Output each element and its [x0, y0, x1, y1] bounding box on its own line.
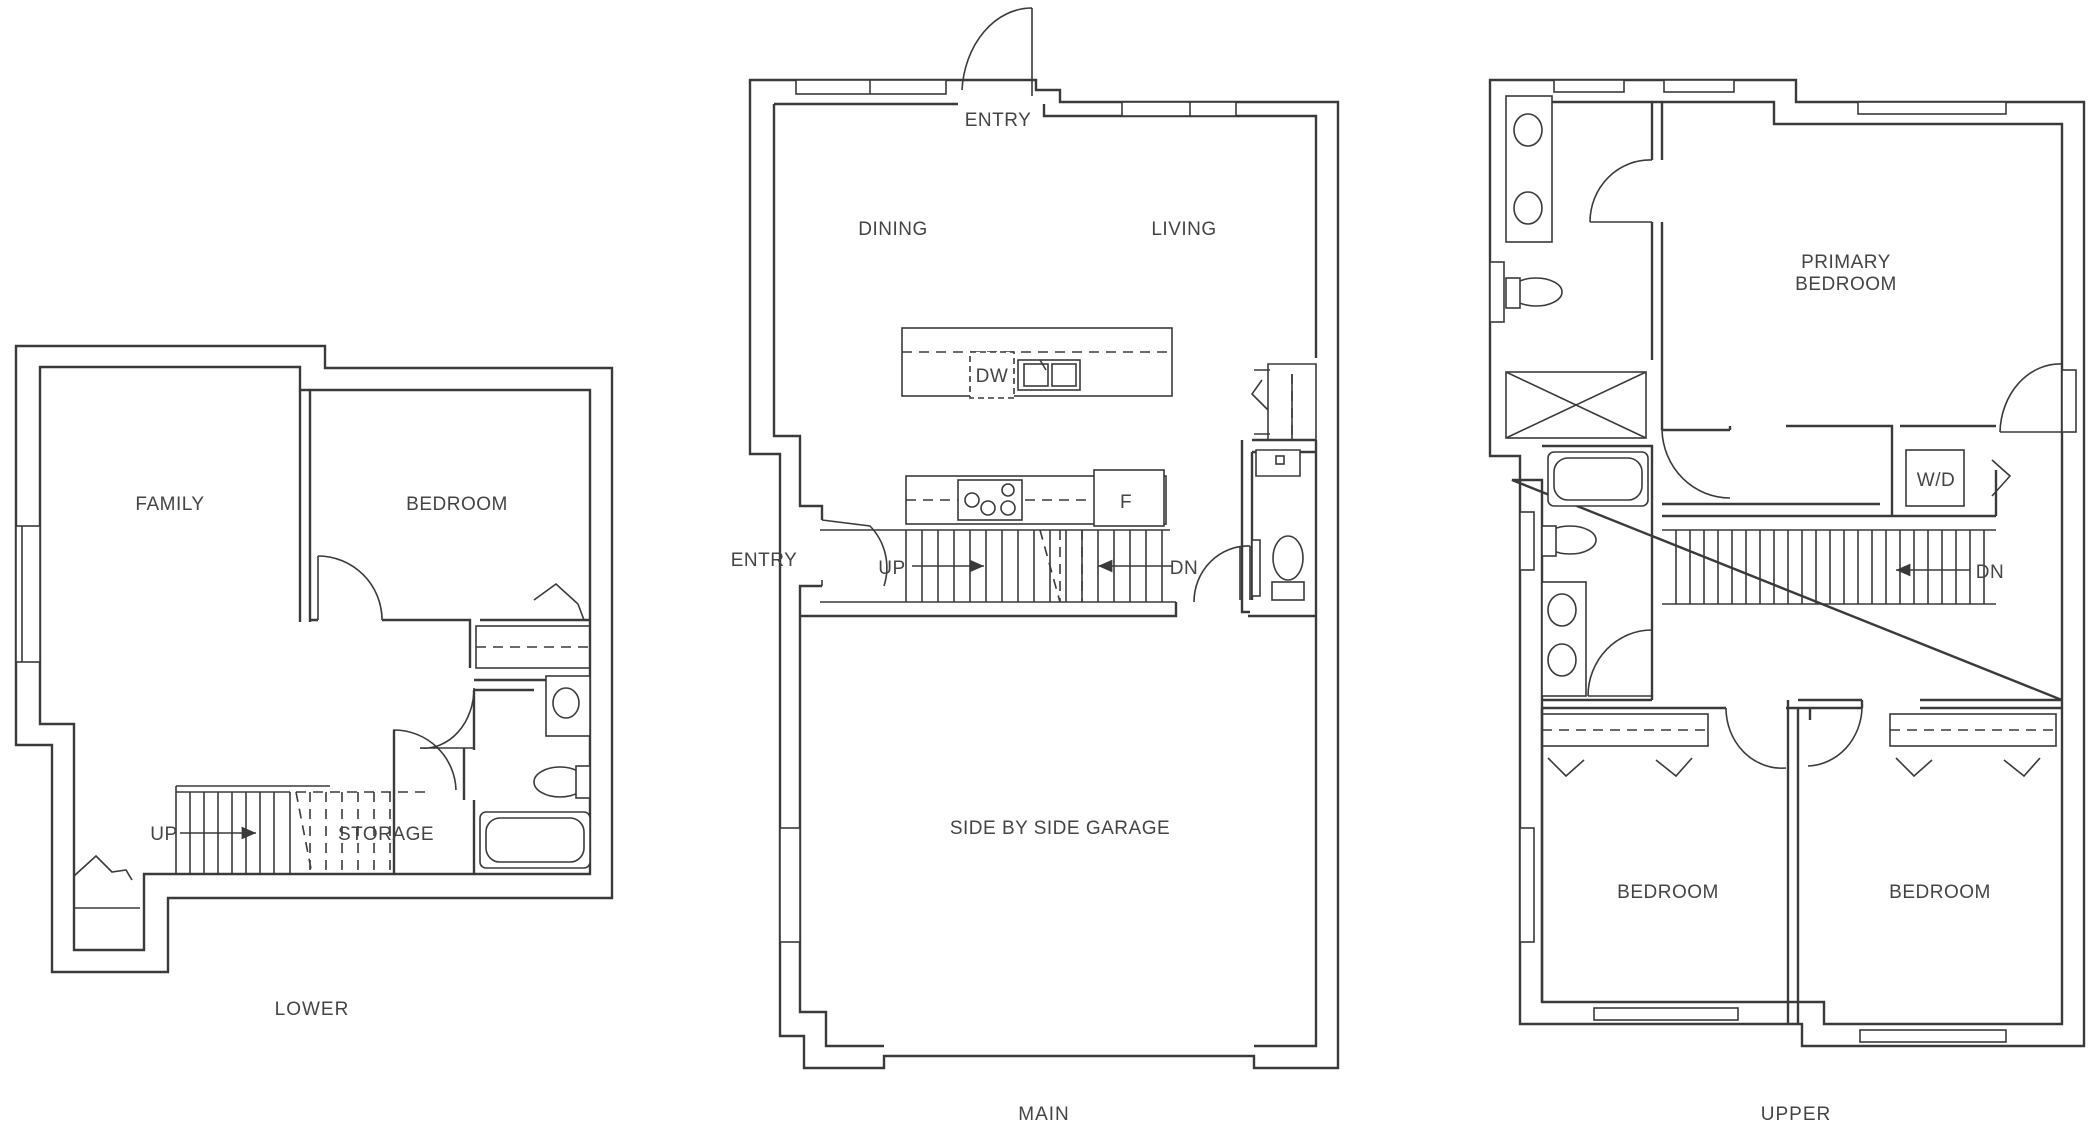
main-living-label: LIVING: [1151, 219, 1216, 240]
upper-washer-dryer: [1905, 449, 1965, 507]
upper-window-top-1: [1553, 79, 1625, 93]
upper-exterior-wall: [1488, 78, 2086, 1048]
upper-dn-label: DN: [1976, 562, 2004, 583]
upper-sink-icon-1: [1513, 113, 1543, 147]
lower-interior-wall: [38, 365, 592, 952]
upper-bedroom-partition: [1540, 698, 2062, 1024]
upper-bedroom-right-door: [1807, 707, 1863, 767]
upper-window-top-2: [1663, 79, 1735, 93]
lower-family-label: FAMILY: [135, 494, 204, 515]
lower-sink-icon: [552, 687, 580, 719]
main-garage-window: [779, 827, 801, 943]
lower-exterior-wall: [14, 344, 614, 974]
upper-bedroom-right-label: BEDROOM: [1889, 882, 1991, 903]
main-dishwasher: [969, 351, 1015, 399]
main-entry-side-label: ENTRY: [731, 550, 798, 571]
main-garage-door: [1193, 545, 1251, 603]
main-window-top-right: [1121, 101, 1237, 117]
upper-primary-label-2: BEDROOM: [1795, 274, 1897, 295]
lower-storage-label: STORAGE: [338, 824, 434, 845]
lower-stairs: [175, 785, 330, 874]
upper-primary-bed-door: [1661, 429, 1731, 499]
upper-bath-sink-2: [1547, 643, 1577, 677]
upper-bedroom-left-door: [1725, 707, 1787, 769]
main-closet: [1250, 363, 1317, 441]
main-side-entry-door: [821, 519, 888, 587]
lower-window: [15, 525, 41, 663]
main-entry-top-label: ENTRY: [965, 110, 1032, 131]
upper-bedroom-left-label: BEDROOM: [1617, 882, 1719, 903]
upper-sink-icon-2: [1513, 191, 1543, 225]
main-floor: DINING LIVING ENTRY ENTRY DW F UP DN SID…: [731, 7, 1340, 1125]
main-garage-label: SIDE BY SIDE GARAGE: [950, 818, 1170, 839]
main-fridge: [1093, 469, 1165, 527]
lower-bedroom-door: [317, 555, 383, 621]
upper-primary-label-1: PRIMARY: [1801, 252, 1891, 273]
upper-floor-title: UPPER: [1761, 1104, 1831, 1125]
upper-window-right: [2061, 369, 2077, 433]
main-dn-label: DN: [1170, 558, 1198, 579]
upper-bath-door: [1587, 629, 1653, 697]
lower-up-label: UP: [150, 824, 177, 845]
upper-window-bottom-1: [1593, 1007, 1739, 1021]
upper-stairs: [1662, 529, 1996, 605]
upper-bath-window: [1519, 511, 1535, 571]
upper-primary-bath-door: [1589, 159, 1653, 223]
main-floor-title: MAIN: [1018, 1104, 1070, 1125]
main-dw-label: DW: [976, 366, 1009, 387]
upper-window-left-bed: [1519, 827, 1535, 943]
lower-partition-wall: [298, 390, 590, 668]
main-dining-label: DINING: [858, 219, 928, 240]
upper-window-bottom-2: [1859, 1029, 2007, 1043]
upper-window-top-3: [1857, 101, 2007, 115]
lower-floor-title: LOWER: [275, 999, 350, 1020]
lower-floor: FAMILY BEDROOM STORAGE UP LOWER: [14, 344, 614, 1020]
upper-primary-partition: [1650, 102, 1998, 518]
upper-interior-wall: [1511, 100, 2064, 1026]
main-up-label: UP: [878, 558, 905, 579]
upper-primary-closet-door: [1999, 363, 2063, 433]
main-toilet-icon: [1272, 535, 1304, 581]
lower-storage-door: [393, 729, 457, 791]
upper-bath-sink-1: [1547, 593, 1577, 627]
upper-floor: PRIMARY BEDROOM W/D DN BEDROOM BEDROOM U…: [1488, 78, 2086, 1125]
upper-primary-bath-window: [1489, 261, 1505, 323]
lower-bedroom-label: BEDROOM: [406, 494, 508, 515]
main-interior-wall: [772, 102, 1318, 1048]
main-window-top-left: [795, 79, 947, 95]
lower-bath-wall: [472, 678, 590, 874]
upper-wd-label: W/D: [1917, 470, 1955, 491]
main-entry-door: [961, 7, 1033, 96]
main-fridge-label: F: [1120, 492, 1132, 513]
